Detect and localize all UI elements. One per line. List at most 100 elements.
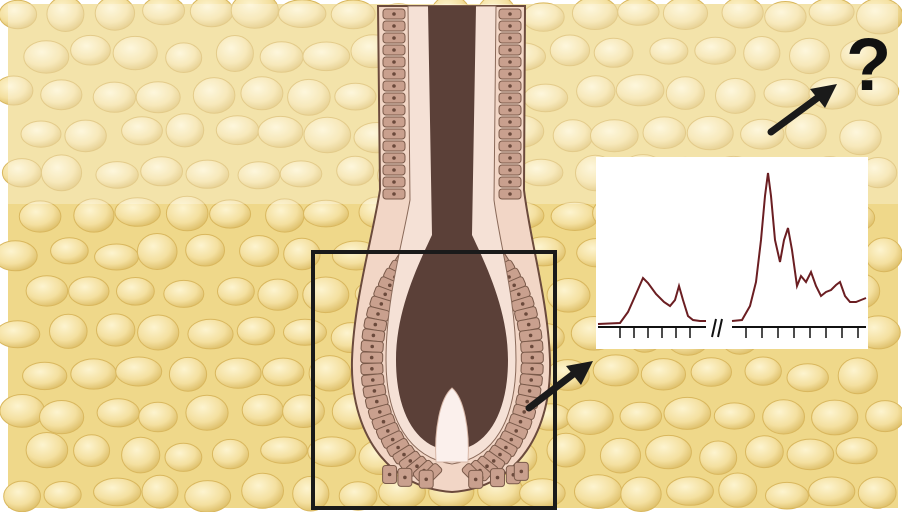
cell-nucleus <box>376 312 380 316</box>
cell-nucleus <box>524 312 528 316</box>
fat-cell <box>169 357 206 391</box>
fat-cell <box>866 238 902 272</box>
fat-cell <box>547 433 585 467</box>
cell-nucleus <box>370 367 374 371</box>
cell-nucleus <box>396 446 400 450</box>
fat-cell <box>787 364 828 392</box>
fat-cell <box>263 358 304 386</box>
fat-cell <box>641 359 685 390</box>
cell-nucleus <box>392 156 396 160</box>
fat-cell <box>714 403 754 429</box>
fat-cell <box>309 356 351 391</box>
fat-cell <box>261 437 308 463</box>
fat-cell <box>142 475 178 508</box>
cell-nucleus <box>508 84 512 88</box>
cell-nucleus <box>388 284 392 288</box>
cell-nucleus <box>508 24 512 28</box>
fat-cell <box>719 473 757 507</box>
cell-nucleus <box>392 48 396 52</box>
cell-nucleus <box>392 12 396 16</box>
cell-nucleus <box>424 478 428 482</box>
fat-cell <box>26 433 68 468</box>
cell-nucleus <box>514 429 518 433</box>
fat-cell <box>303 277 349 313</box>
fat-cell <box>51 238 89 264</box>
fat-cell <box>575 475 622 509</box>
fat-cell <box>186 395 228 430</box>
cell-nucleus <box>391 438 395 442</box>
fat-cell <box>242 394 283 425</box>
fat-cell <box>691 358 731 387</box>
cell-nucleus <box>529 378 533 382</box>
fat-cell <box>71 359 117 389</box>
fat-cell <box>746 436 784 468</box>
cell-nucleus <box>392 72 396 76</box>
fat-cell <box>787 439 834 470</box>
cell-nucleus <box>371 378 375 382</box>
fat-cell <box>165 443 202 471</box>
cell-nucleus <box>496 476 500 480</box>
fat-cell <box>242 473 284 508</box>
fat-cell <box>339 482 377 510</box>
cell-nucleus <box>392 24 396 28</box>
fat-cell <box>0 395 45 428</box>
fat-cell <box>40 401 84 434</box>
cell-nucleus <box>386 429 390 433</box>
fat-cell <box>646 435 692 468</box>
cell-nucleus <box>402 453 406 457</box>
cell-nucleus <box>508 48 512 52</box>
cell-nucleus <box>373 389 377 393</box>
cell-nucleus <box>485 464 489 468</box>
fat-cell <box>212 439 248 468</box>
cell-nucleus <box>508 72 512 76</box>
cell-nucleus <box>522 410 526 414</box>
cell-nucleus <box>498 453 502 457</box>
cell-nucleus <box>508 156 512 160</box>
cell-nucleus <box>512 284 516 288</box>
fat-cell <box>667 477 714 505</box>
cell-nucleus <box>508 168 512 172</box>
cell-nucleus <box>392 84 396 88</box>
fat-cell <box>838 358 877 394</box>
fat-cell <box>258 279 298 310</box>
fat-cell <box>94 478 141 506</box>
cell-nucleus <box>372 334 376 338</box>
cell-nucleus <box>388 473 392 477</box>
cell-nucleus <box>508 120 512 124</box>
fat-cell <box>138 315 179 350</box>
fat-cell <box>0 241 37 271</box>
fat-cell <box>293 476 329 511</box>
cell-nucleus <box>531 356 535 360</box>
fat-cell <box>551 202 598 230</box>
fat-cell <box>284 319 327 345</box>
fat-cell <box>0 321 40 348</box>
fat-cell <box>600 438 640 473</box>
cell-nucleus <box>508 144 512 148</box>
fat-cell <box>44 482 81 509</box>
cell-nucleus <box>382 420 386 424</box>
cell-nucleus <box>403 476 407 480</box>
fat-cell <box>664 397 711 429</box>
fat-cell <box>50 314 88 348</box>
fat-cell <box>97 399 139 427</box>
fat-cell <box>185 481 231 512</box>
cell-nucleus <box>492 459 496 463</box>
cell-nucleus <box>392 120 396 124</box>
fat-cell <box>304 200 349 227</box>
fat-cell <box>95 244 139 270</box>
cell-nucleus <box>508 36 512 40</box>
fat-cell <box>218 278 255 306</box>
cell-nucleus <box>528 389 532 393</box>
cell-nucleus <box>392 192 396 196</box>
fat-cell <box>69 277 109 306</box>
fat-cell <box>164 280 204 307</box>
fat-cell <box>763 400 805 434</box>
fat-cell <box>283 395 325 428</box>
cell-nucleus <box>375 400 379 404</box>
fat-cell <box>215 358 261 388</box>
cell-nucleus <box>383 293 387 297</box>
cell-nucleus <box>529 334 533 338</box>
fat-cell <box>188 319 233 349</box>
cell-nucleus <box>378 410 382 414</box>
fat-cell <box>19 201 61 232</box>
